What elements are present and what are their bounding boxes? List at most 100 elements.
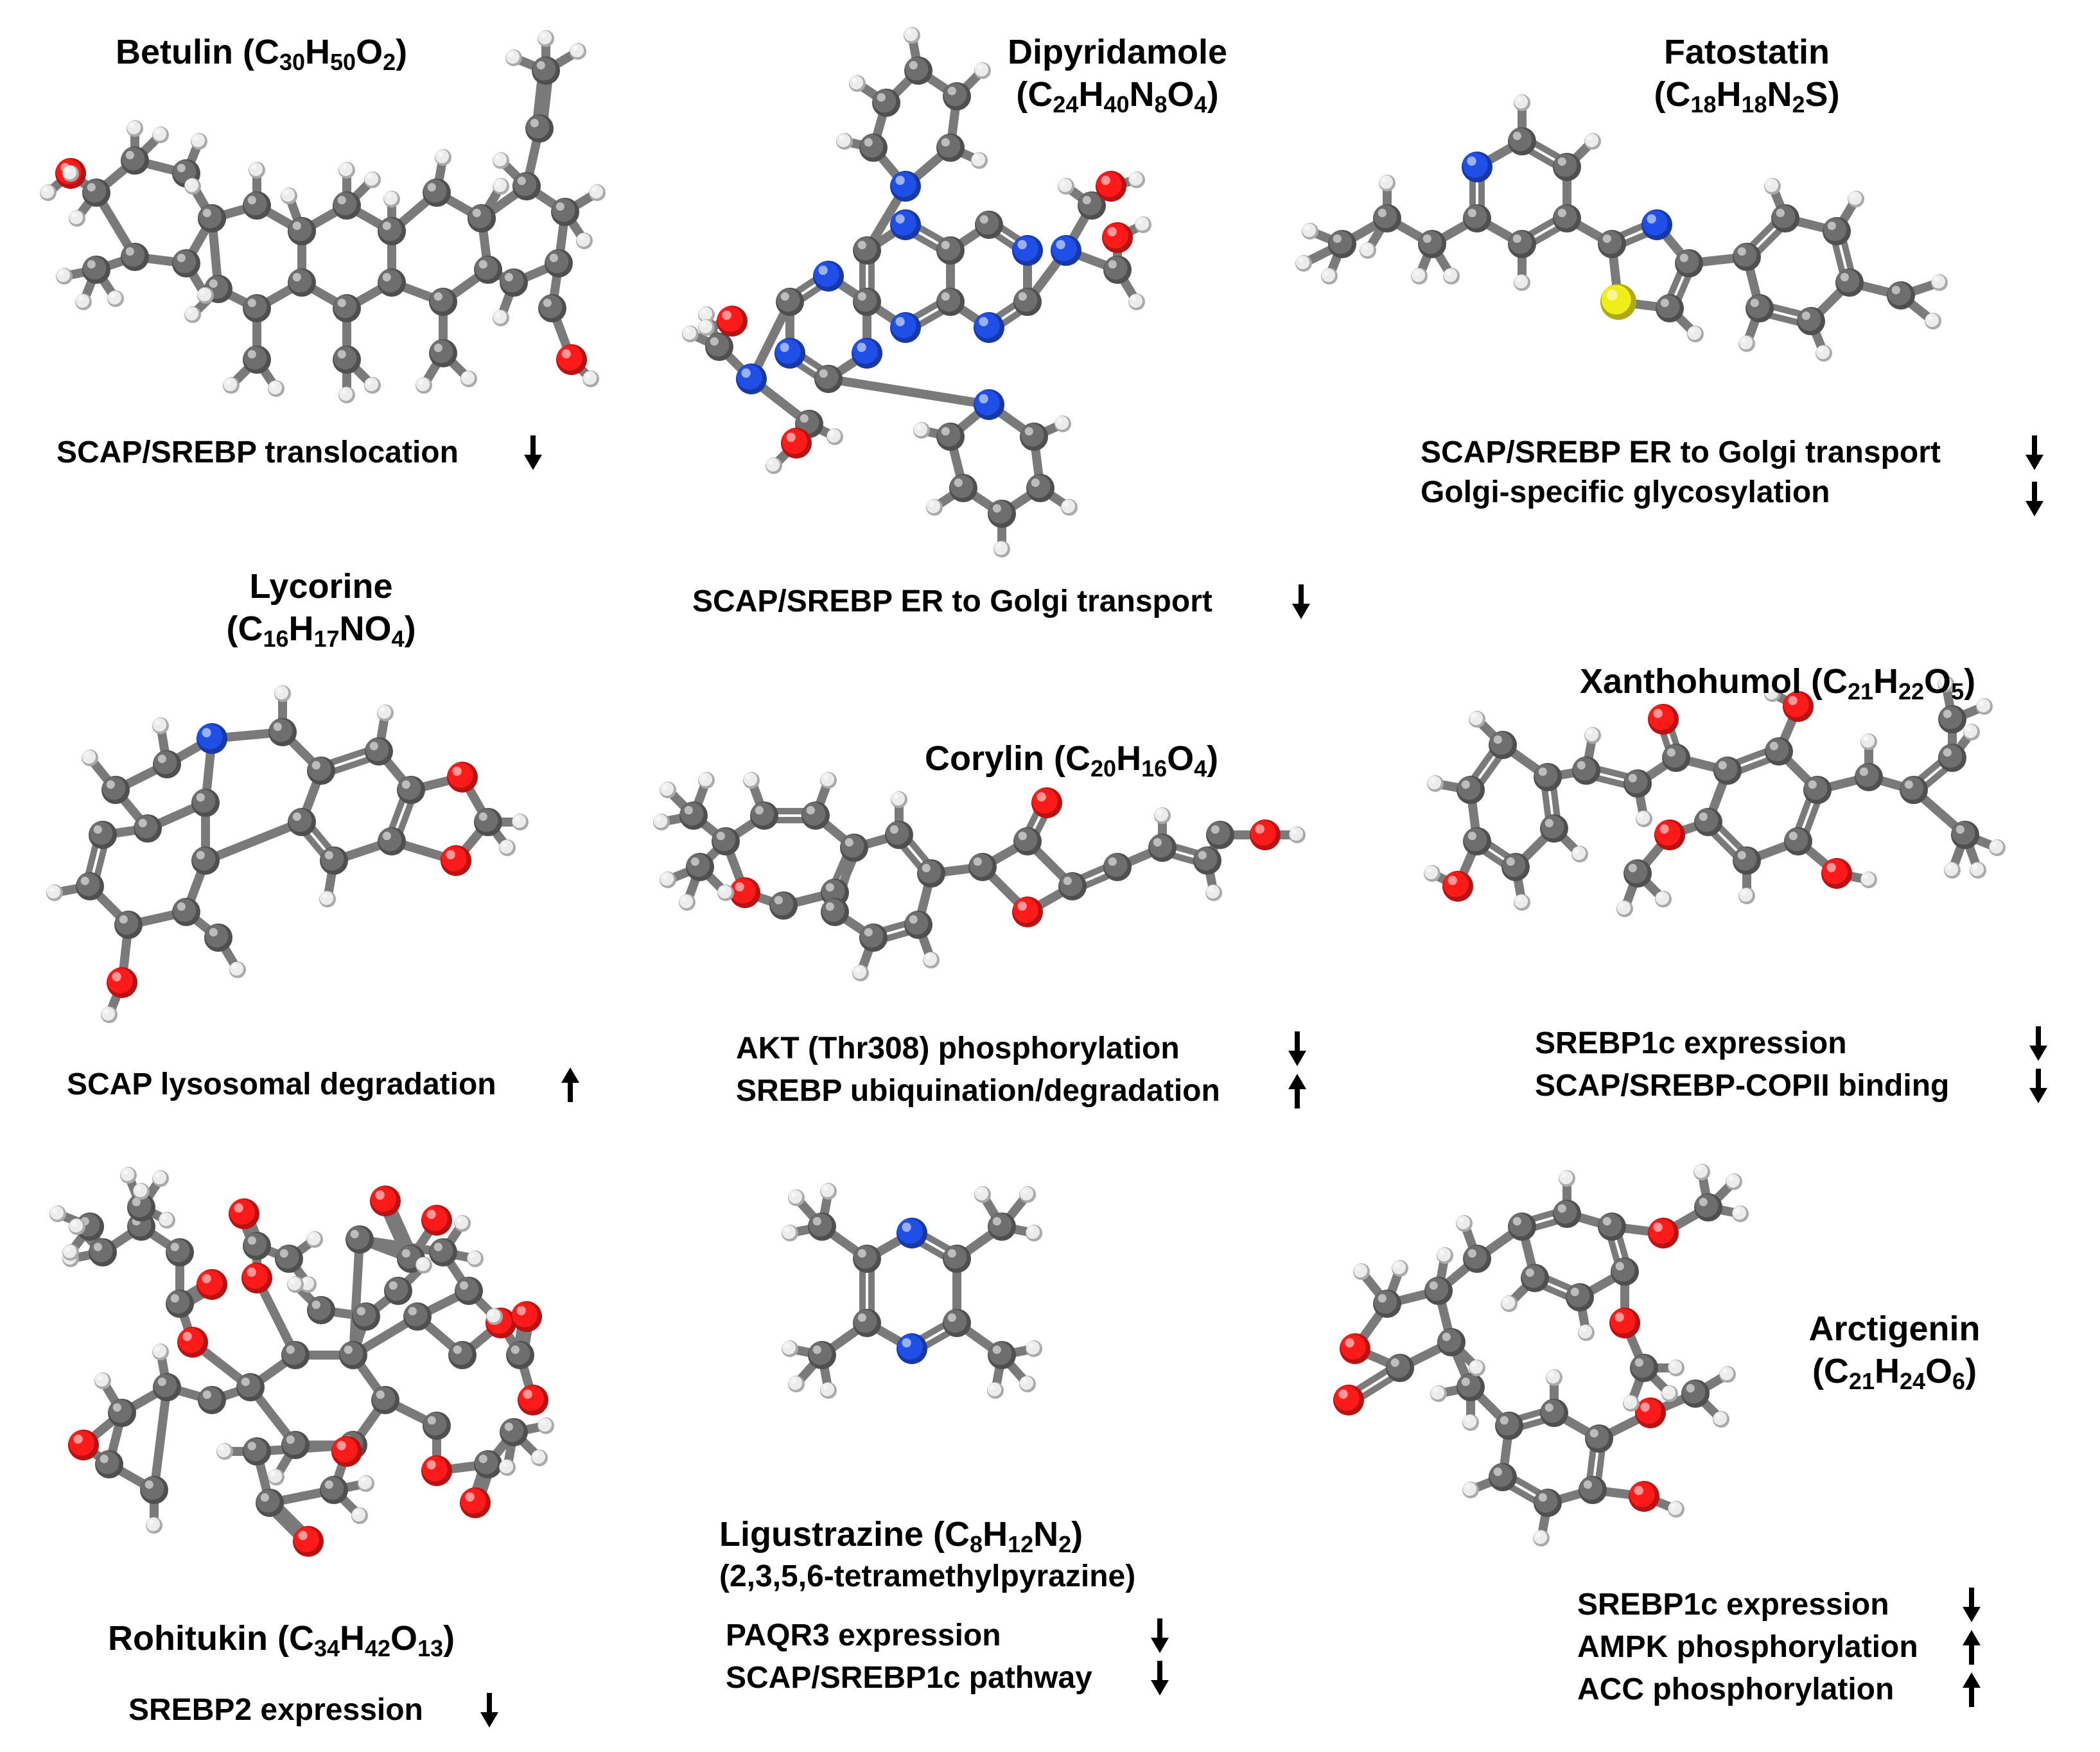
atom-c-body <box>166 1239 190 1263</box>
atom-highlight <box>478 1455 487 1464</box>
atom-highlight <box>463 373 469 378</box>
atom-highlight <box>710 337 719 346</box>
atom-highlight <box>241 1378 250 1387</box>
atom-highlight <box>382 832 391 841</box>
atom-highlight <box>1439 1250 1445 1255</box>
atom-c-body <box>282 1342 306 1365</box>
atom-highlight <box>292 812 301 821</box>
atom-c-body <box>320 1476 344 1500</box>
atom-highlight <box>591 187 597 192</box>
atom-n-body <box>197 724 223 749</box>
atom-highlight <box>1640 1402 1650 1412</box>
effect-text: SREBP2 expression <box>128 1693 423 1727</box>
atom-highlight <box>157 755 166 764</box>
atom-h-body <box>1848 191 1862 206</box>
effect-text: SREBP1c expression <box>1577 1588 1889 1622</box>
atom-c-body <box>853 1245 877 1269</box>
atom-c-body <box>385 1277 408 1301</box>
atom-highlight <box>768 460 774 465</box>
atom-highlight <box>844 838 853 847</box>
atom-h-body <box>1392 1260 1406 1275</box>
down-arrow-icon <box>1292 584 1310 619</box>
atom-highlight <box>902 1338 911 1348</box>
atom-h-body <box>184 306 199 321</box>
atom-h-body <box>351 1507 366 1522</box>
atom-highlight <box>324 851 333 860</box>
atom-c-body <box>365 738 389 762</box>
atom-h-body <box>512 814 527 828</box>
atom-c-body <box>1553 153 1577 177</box>
atom-h-body <box>1019 1186 1034 1201</box>
atom-highlight <box>774 896 783 905</box>
atom-highlight <box>489 1311 494 1316</box>
atom-highlight <box>973 857 982 866</box>
atom-highlight <box>125 247 134 256</box>
atom-highlight <box>1788 696 1798 706</box>
atom-c-body <box>1695 809 1719 832</box>
atom-c-body <box>96 1451 119 1475</box>
atom-c-body <box>1541 1399 1564 1423</box>
atom-highlight <box>97 1375 103 1380</box>
atom-c-body <box>943 1310 967 1333</box>
atom-c-body <box>1733 243 1757 267</box>
atom-h-body <box>576 232 591 247</box>
atom-h-body <box>1687 326 1702 340</box>
atom-h-body <box>1931 274 1946 289</box>
atom-highlight <box>375 1190 385 1200</box>
atom-highlight <box>916 425 922 430</box>
atom-highlight <box>1338 1389 1348 1399</box>
atom-highlight <box>857 1313 866 1322</box>
atom-highlight <box>1356 1266 1361 1271</box>
atom-h-body <box>94 1372 109 1387</box>
atom-highlight <box>350 1230 359 1239</box>
atom-o-body <box>1629 1482 1655 1507</box>
atom-h-body <box>152 127 167 141</box>
atom-highlight <box>823 1385 828 1390</box>
atom-h-body <box>281 188 295 202</box>
atom-highlight <box>502 1462 507 1467</box>
atom-highlight <box>1107 227 1117 237</box>
atom-o-body <box>242 1263 268 1289</box>
atom-highlight <box>251 164 257 170</box>
atom-highlight <box>662 874 668 879</box>
atom-c-body <box>776 288 800 312</box>
atom-h-body <box>788 1189 803 1204</box>
atom-h-body <box>467 1250 482 1265</box>
atom-h-body <box>679 894 694 909</box>
atom-n-body <box>974 390 1000 416</box>
atom-c-body <box>1509 1213 1532 1237</box>
atom-c-body <box>988 1342 1012 1365</box>
atom-h-body <box>1860 872 1875 886</box>
atom-highlight <box>1426 868 1432 873</box>
atom-highlight <box>279 1249 288 1258</box>
fatostatin-molecule <box>1295 94 1948 362</box>
atom-h-body <box>1668 1501 1683 1516</box>
atom-h-body <box>653 814 668 828</box>
atom-highlight <box>929 502 934 507</box>
atom-highlight <box>270 383 276 388</box>
atom-h-body <box>1501 1295 1516 1310</box>
atom-highlight <box>1018 832 1027 841</box>
atom-highlight <box>260 1493 269 1502</box>
atom-c-body <box>1598 231 1622 254</box>
atom-c-body <box>500 1419 524 1442</box>
atom-h-body <box>1623 1395 1638 1410</box>
atom-highlight <box>1304 225 1310 231</box>
atom-c-body <box>1553 1200 1577 1224</box>
atom-highlight <box>1544 819 1553 828</box>
atom-highlight <box>202 728 211 738</box>
atom-highlight <box>148 1520 154 1525</box>
ligustrazine-molecule <box>782 1183 1042 1399</box>
atom-highlight <box>977 65 983 70</box>
atom-highlight <box>1512 1217 1521 1226</box>
atom-highlight <box>755 806 764 815</box>
atom-h-body <box>1970 862 1984 877</box>
atom-highlight <box>283 190 289 195</box>
atom-highlight <box>433 344 442 353</box>
atom-h-body <box>582 371 597 385</box>
atom-highlight <box>495 312 501 317</box>
atom-highlight <box>1461 780 1470 789</box>
atom-highlight <box>877 93 886 102</box>
atom-highlight <box>1137 219 1143 224</box>
atom-highlight <box>1863 874 1869 879</box>
